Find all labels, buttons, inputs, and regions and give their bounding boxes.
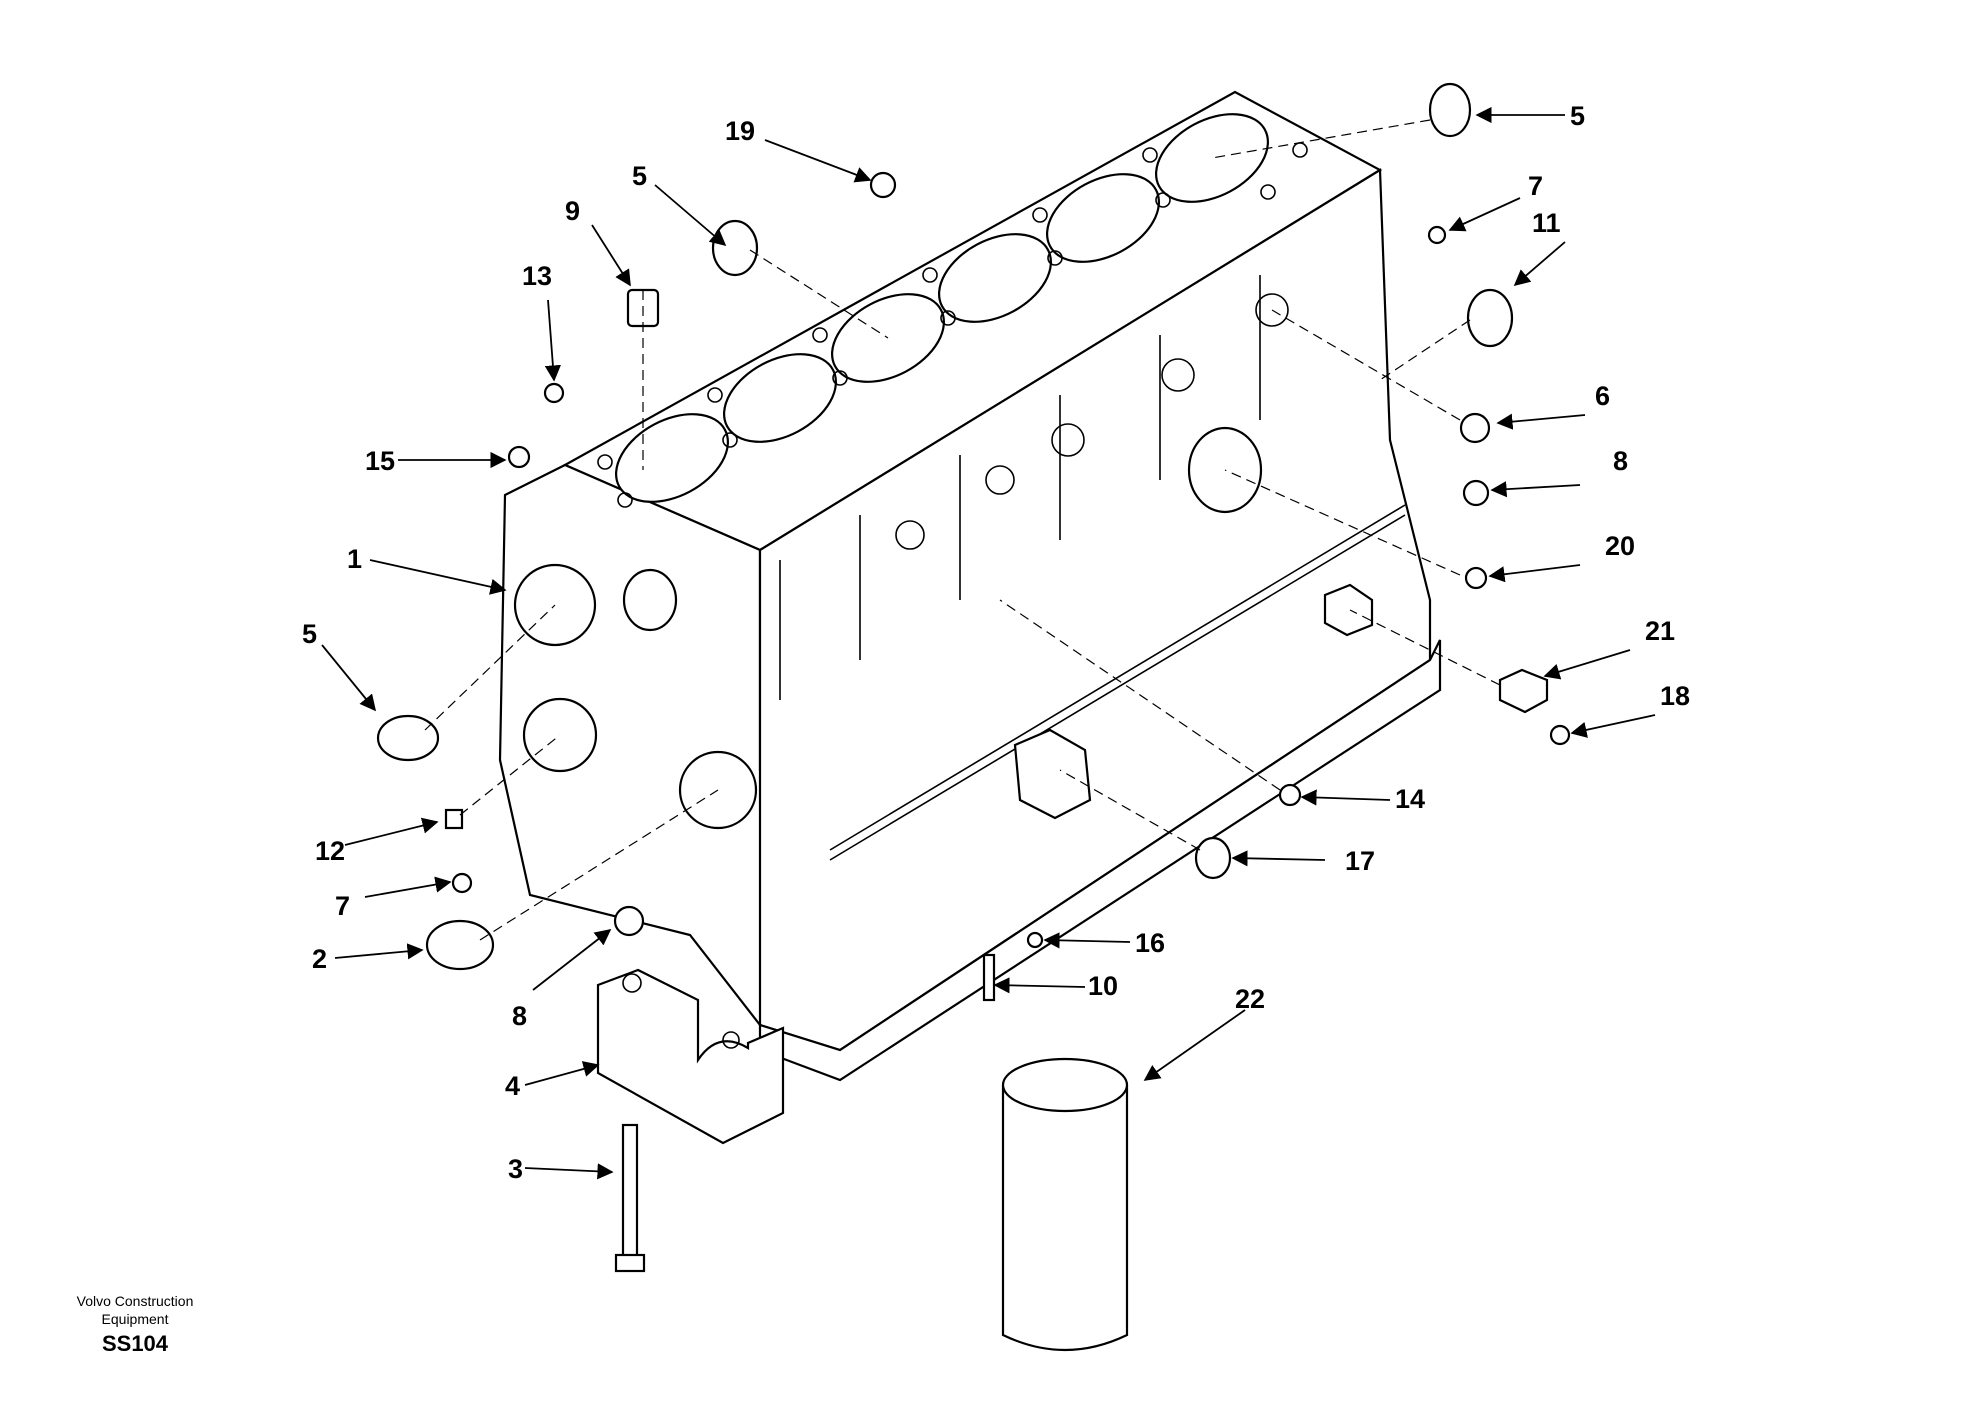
callout-15: 15	[365, 446, 395, 476]
callout-13: 13	[522, 261, 552, 291]
callout-22: 22	[1235, 984, 1265, 1014]
drain-plug-20	[1464, 566, 1488, 590]
footer-company-line-1: Volvo Construction	[76, 1293, 194, 1309]
callout-9: 9	[565, 196, 580, 226]
bolt-18	[1549, 724, 1571, 746]
seal-17	[1194, 836, 1232, 880]
plug-16	[1026, 931, 1044, 949]
callout-leaders	[321, 106, 1656, 1180]
plug-7-rear	[1427, 225, 1447, 245]
callout-7-left: 7	[335, 891, 350, 921]
callout-8-left: 8	[512, 1001, 527, 1031]
bearing-cap-bolt	[614, 1123, 646, 1273]
main-bearing-cap	[596, 968, 785, 1145]
lower-flange	[1013, 728, 1092, 820]
camshaft-bushing	[425, 919, 495, 971]
dowel	[869, 171, 897, 199]
seal-6	[1459, 412, 1491, 444]
rear-plug	[1428, 82, 1472, 138]
callout-5-top: 5	[632, 161, 647, 191]
callout-12: 12	[315, 836, 345, 866]
footer-company-line-2: Equipment	[101, 1311, 169, 1327]
plug-8-rear	[1462, 479, 1490, 507]
block-side-ribs	[779, 275, 1261, 700]
callout-10: 10	[1088, 971, 1118, 1001]
callout-4: 4	[505, 1071, 520, 1101]
callout-5-left: 5	[302, 619, 317, 649]
callout-6: 6	[1595, 381, 1610, 411]
callout-1: 1	[347, 544, 362, 574]
callout-8-right: 8	[1613, 446, 1628, 476]
callout-19: 19	[725, 116, 755, 146]
stud-10	[982, 953, 996, 1002]
callout-5-top-right: 5	[1570, 101, 1585, 131]
pin-12	[444, 808, 464, 830]
plug-14	[1278, 783, 1302, 807]
side-bosses	[895, 293, 1289, 550]
plug-7-front	[451, 872, 473, 894]
callout-7-right: 7	[1528, 171, 1543, 201]
callout-18: 18	[1660, 681, 1690, 711]
explode-lines	[424, 119, 1501, 941]
deck-bolt-holes	[597, 142, 1308, 508]
callout-3: 3	[508, 1154, 523, 1184]
callout-21: 21	[1645, 616, 1675, 646]
cylinder-block	[498, 90, 1442, 1082]
front-cover-plug	[376, 714, 440, 762]
callout-14: 14	[1395, 784, 1425, 814]
cover-disc	[1466, 288, 1514, 348]
plug-13	[543, 382, 565, 404]
callout-numbers: 1 2 3 4 5 5 5 6 7 7 8 8 9 10 11 12 13 14…	[302, 101, 1690, 1184]
fitting-21	[1498, 668, 1549, 714]
callout-2: 2	[312, 944, 327, 974]
diagram-code: SS104	[101, 1331, 169, 1356]
plug-8-front	[613, 905, 645, 937]
callout-20: 20	[1605, 531, 1635, 561]
plug-15	[507, 445, 531, 469]
expansion-plug	[711, 219, 759, 277]
callout-17: 17	[1345, 846, 1375, 876]
cylinder-liner	[1001, 1057, 1129, 1352]
callout-11: 11	[1532, 208, 1561, 238]
callout-16: 16	[1135, 928, 1165, 958]
